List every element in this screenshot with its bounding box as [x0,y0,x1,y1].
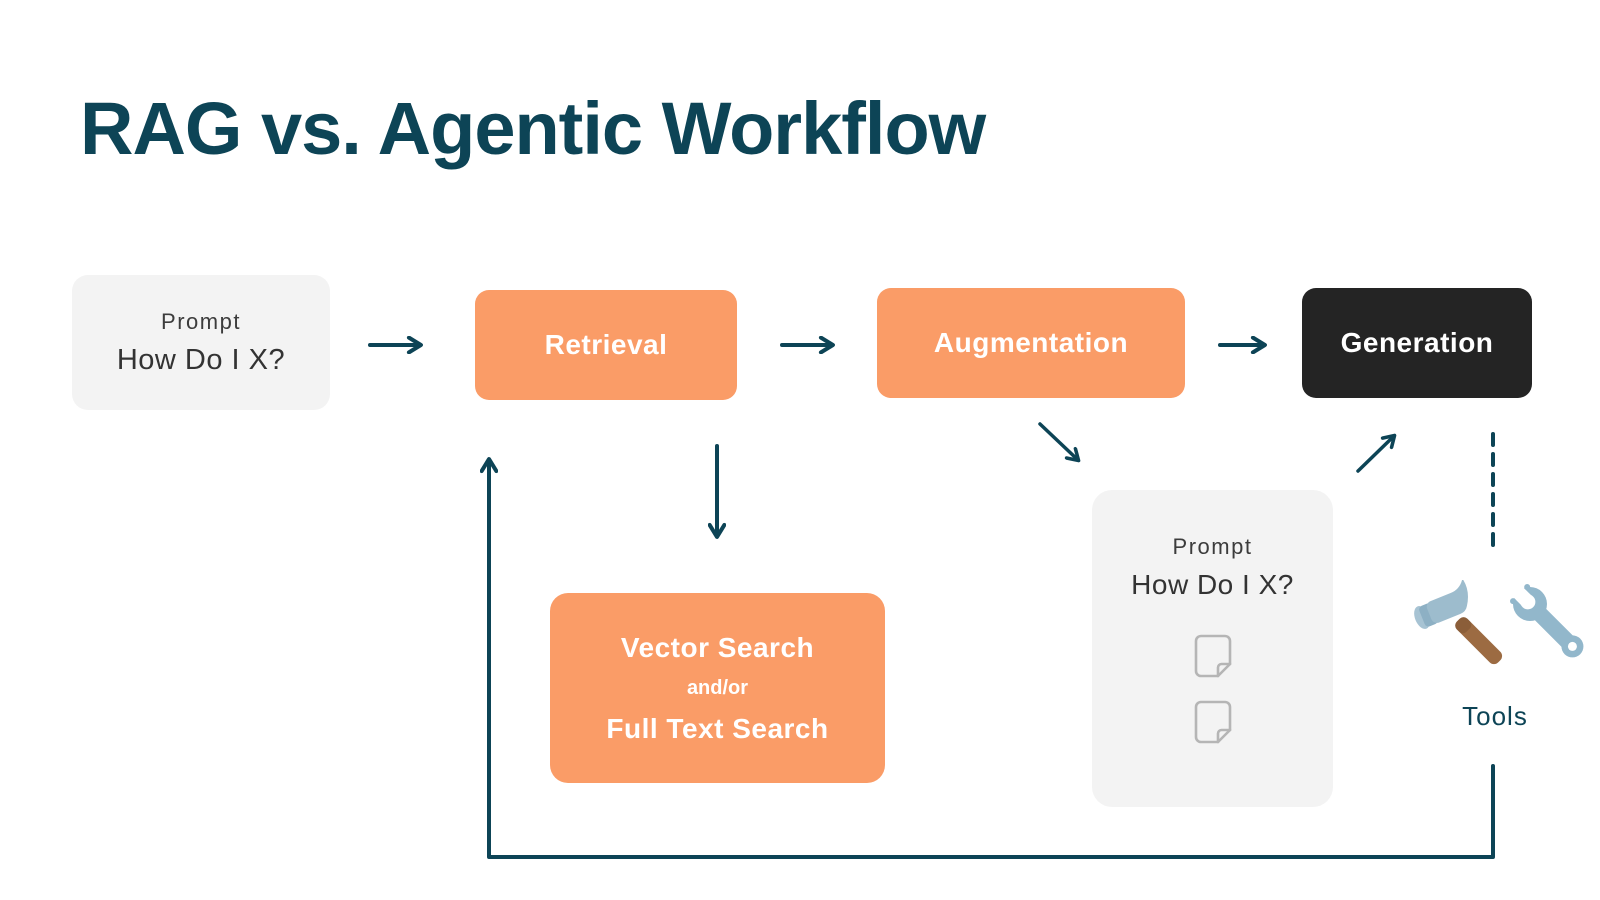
tools-label: Tools [1462,701,1528,731]
and-or-label: and/or [686,676,749,699]
document-icon [1194,700,1231,744]
document-stack [1186,629,1240,751]
wrench-icon [1508,582,1584,658]
prompt-box: Prompt How Do I X? [72,275,330,410]
arrow-prompt-to-generation [1356,436,1394,473]
augmented-prompt-question: How Do I X? [1131,569,1294,600]
generation-box: Generation [1302,288,1532,398]
document-icon [1194,634,1231,678]
retrieval-label: Retrieval [544,329,668,360]
prompt-box-kicker: Prompt [161,308,241,334]
retrieval-box: Retrieval [475,290,737,400]
augmentation-label: Augmentation [933,327,1129,358]
augmented-prompt-box: Prompt How Do I X? [1092,490,1333,807]
page-title: RAG vs. Agentic Workflow [80,87,986,170]
arrow-augmentation-to-prompt [1038,422,1078,460]
prompt-box-question: How Do I X? [116,343,286,376]
full-text-search-label: Full Text Search [606,712,829,744]
vector-search-label: Vector Search [620,631,815,663]
augmentation-box: Augmentation [877,288,1185,398]
search-box: Vector Search and/or Full Text Search [550,593,885,783]
generation-label: Generation [1340,327,1494,358]
augmented-prompt-kicker: Prompt [1172,534,1253,559]
hammer-icon [1414,580,1503,665]
tools-icons [1414,580,1584,665]
